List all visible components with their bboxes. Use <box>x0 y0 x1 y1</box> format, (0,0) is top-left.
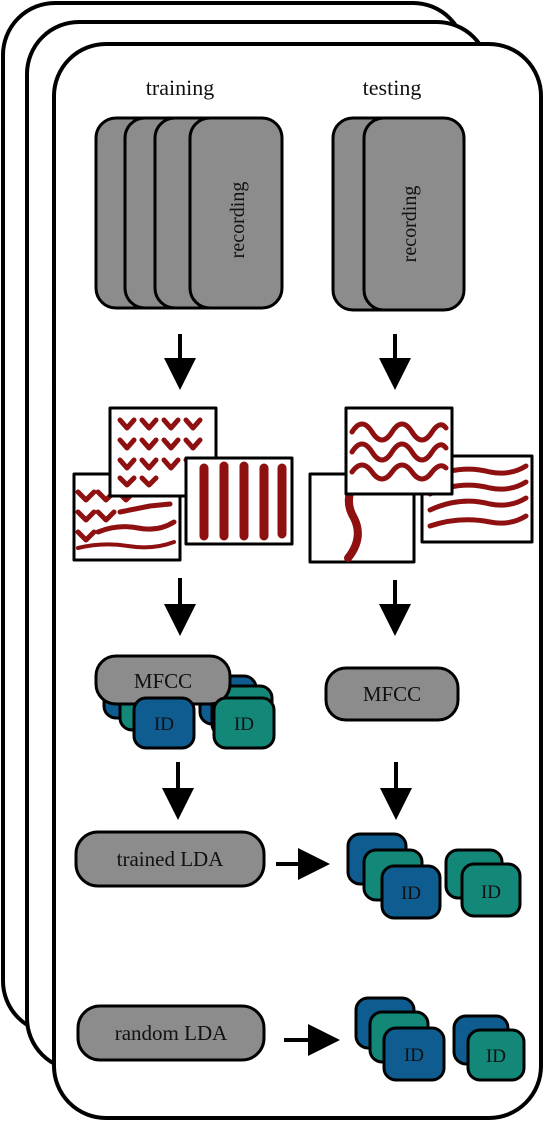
testing-spectrograms <box>308 406 534 564</box>
testing-mfcc-box <box>324 666 460 722</box>
id-tile <box>380 864 442 920</box>
spectrogram-strokes <box>117 417 203 431</box>
spectrogram-strokes <box>117 437 203 451</box>
id-tile <box>460 862 522 918</box>
spectrogram-strokes <box>199 461 287 541</box>
trained-lda-ids: ID ID <box>346 832 522 920</box>
id-tile <box>466 1028 526 1082</box>
training-mfcc-label: MFCC <box>134 669 192 693</box>
training-heading: training <box>146 75 214 100</box>
training-spectrograms <box>72 406 294 562</box>
spectrogram-strokes <box>75 519 177 543</box>
spectrogram-strokes <box>117 475 159 488</box>
testing-mfcc-label: MFCC <box>363 682 421 706</box>
training-recordings: recording <box>94 116 284 310</box>
spectrogram-strokes <box>427 463 529 529</box>
id-tile <box>212 696 276 750</box>
random-lda-box <box>76 1004 266 1062</box>
id-label: ID <box>154 714 174 735</box>
trained-lda-label: trained LDA <box>117 847 225 871</box>
spectrogram-strokes <box>349 462 449 482</box>
random-lda-label: random LDA <box>115 1021 228 1045</box>
id-label: ID <box>234 714 254 735</box>
spectrogram-strokes <box>349 421 449 443</box>
random-lda-ids: ID ID <box>354 996 526 1082</box>
id-tile <box>382 1026 446 1082</box>
spectrogram-strokes <box>349 441 449 463</box>
training-recording-label: recording <box>227 182 249 259</box>
id-label: ID <box>486 1046 506 1067</box>
testing-heading: testing <box>363 75 422 100</box>
id-label: ID <box>481 882 501 903</box>
testing-recordings: recording <box>331 116 466 312</box>
spectrogram-image <box>344 406 454 496</box>
testing-recording-label: recording <box>399 186 421 263</box>
training-mfcc-group: MFCC ID ID <box>94 654 276 750</box>
spectrogram-strokes <box>117 457 203 471</box>
spectrogram-strokes <box>76 540 176 550</box>
recording-card <box>188 116 284 310</box>
trained-lda-box <box>74 830 266 888</box>
spectrogram-strokes <box>75 501 173 523</box>
id-tile <box>132 696 196 750</box>
id-label: ID <box>404 1045 424 1066</box>
recording-card <box>362 116 466 312</box>
id-label: ID <box>401 883 421 904</box>
